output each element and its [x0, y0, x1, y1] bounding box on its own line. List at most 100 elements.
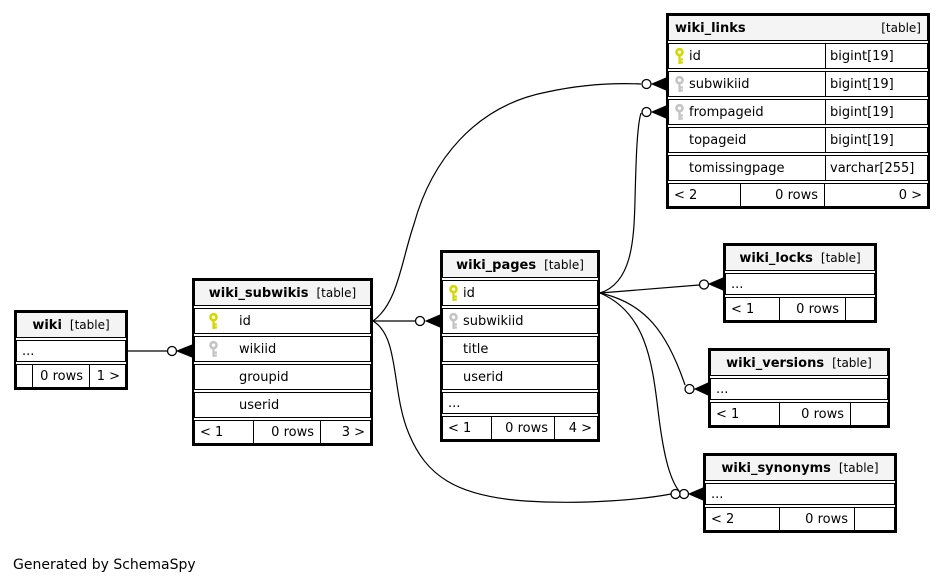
column-row: userid [194, 392, 371, 418]
table-wiki_pages[interactable]: wiki_pages [table] id subwikiid title us… [440, 250, 600, 442]
table-wiki_versions[interactable]: wiki_versions [table] ... < 1 0 rows [708, 348, 890, 428]
column-name: wikiid [239, 341, 277, 357]
column-name: id [239, 313, 251, 329]
column-name: id [689, 48, 701, 64]
zero-or-one-circle [698, 279, 710, 290]
table-footer: < 2 0 rows 0 > [668, 183, 928, 207]
column-name: id [463, 285, 475, 301]
collapsed-columns: ... [710, 378, 888, 400]
table-tag: [table] [881, 21, 921, 35]
column-row: frompageid bigint[19] [668, 99, 928, 125]
table-footer: < 2 0 rows [705, 507, 895, 531]
table-wiki_locks[interactable]: wiki_locks [table] ... < 1 0 rows [723, 243, 877, 323]
column-name: subwikiid [689, 76, 750, 92]
column-row: topageid bigint[19] [668, 127, 928, 153]
zero-or-one-circle [684, 383, 695, 395]
zero-or-one-circle [414, 315, 426, 327]
fk-key-icon [203, 340, 223, 358]
crow-foot-arrow [650, 105, 667, 119]
table-name: wiki [32, 317, 62, 333]
footer-parents: < 1 [726, 298, 780, 320]
footer-parents: < 2 [669, 184, 741, 206]
footer-children: 4 > [568, 420, 592, 436]
table-footer: < 1 0 rows 4 > [442, 416, 598, 440]
column-row: subwikiid bigint[19] [668, 71, 928, 97]
column-name: topageid [689, 132, 747, 148]
generated-by-caption: Generated by SchemaSpy [13, 557, 196, 573]
crow-foot-arrow [175, 344, 193, 358]
footer-rowcount: 0 rows [492, 417, 555, 439]
column-type: bigint[19] [825, 100, 927, 124]
footer-children: 0 > [898, 187, 922, 203]
column-row: userid [442, 364, 598, 390]
footer-parents: < 1 [195, 421, 254, 443]
column-name: groupid [239, 369, 289, 385]
footer-parents: < 1 [711, 403, 780, 425]
column-type: varchar[255] [825, 156, 927, 180]
table-tag: [table] [838, 461, 879, 475]
footer-rowcount: 0 rows [254, 421, 321, 443]
footer-rowcount: 0 rows [780, 508, 855, 530]
table-footer: 0 rows 1 > [16, 364, 126, 388]
table-header: wiki_locks [table] [725, 245, 875, 271]
column-row: groupid [194, 364, 371, 390]
collapsed-columns: ... [705, 483, 895, 505]
table-header: wiki [table] [16, 312, 126, 338]
column-name: userid [463, 369, 504, 385]
column-row: id [442, 280, 598, 306]
zero-or-one-circle [670, 488, 681, 500]
table-header: wiki_versions [table] [710, 350, 888, 376]
column-name: title [463, 341, 489, 357]
table-tag: [table] [820, 251, 861, 265]
table-wiki_synonyms[interactable]: wiki_synonyms [table] ... < 2 0 rows [703, 453, 897, 533]
table-name: wiki_subwikis [208, 285, 309, 301]
footer-rowcount: 0 rows [780, 403, 851, 425]
footer-children [851, 403, 887, 425]
column-row: subwikiid [442, 308, 598, 334]
table-name: wiki_links [675, 20, 746, 36]
fk-key-icon [669, 103, 689, 121]
table-header: wiki_synonyms [table] [705, 455, 895, 481]
column-row: id [194, 308, 371, 334]
zero-or-one-circle [678, 488, 690, 500]
column-name: tomissingpage [689, 160, 785, 176]
table-tag: [table] [316, 286, 357, 300]
rel-wiki_pages-to-wiki_locks [599, 284, 700, 294]
table-wiki_links[interactable]: wiki_links [table] id bigint[19] subwiki… [666, 13, 930, 209]
pk-key-icon [669, 47, 689, 65]
rel-wiki_pages-to-wiki_versions [599, 292, 686, 386]
column-name: userid [239, 397, 280, 413]
footer-children [846, 298, 874, 320]
table-name: wiki_locks [739, 250, 813, 266]
table-header: wiki_links [table] [668, 15, 928, 41]
rel-wiki_pages-to-wiki_links [599, 112, 642, 294]
table-name: wiki_pages [456, 257, 537, 273]
footer-rowcount: 0 rows [741, 184, 825, 206]
crow-foot-arrow [687, 487, 704, 501]
table-wiki[interactable]: wiki [table] ... 0 rows 1 > [14, 310, 128, 390]
table-name: wiki_synonyms [721, 460, 831, 476]
footer-rowcount: 0 rows [780, 298, 846, 320]
table-wiki_subwikis[interactable]: wiki_subwikis [table] id wikiid groupid … [192, 278, 373, 446]
rel-wiki_pages-to-wiki_synonyms [599, 292, 680, 492]
column-row: tomissingpage varchar[255] [668, 155, 928, 181]
footer-children: 3 > [341, 424, 365, 440]
zero-or-one-circle [166, 345, 178, 357]
footer-parents: < 2 [706, 508, 780, 530]
fk-key-icon [669, 75, 689, 93]
collapsed-columns: ... [16, 340, 126, 362]
footer-children [855, 508, 894, 530]
column-row: id bigint[19] [668, 43, 928, 69]
table-tag: [table] [69, 318, 110, 332]
pk-key-icon [203, 312, 223, 330]
zero-or-one-circle [641, 78, 652, 90]
pk-key-icon [443, 284, 463, 302]
column-type: bigint[19] [825, 128, 927, 152]
table-tag: [table] [832, 356, 872, 370]
crow-foot-arrow [424, 314, 441, 328]
table-footer: < 1 0 rows 3 > [194, 420, 371, 444]
column-row: title [442, 336, 598, 362]
zero-or-one-circle [641, 106, 652, 118]
column-name: subwikiid [463, 313, 524, 329]
table-name: wiki_versions [726, 355, 825, 371]
